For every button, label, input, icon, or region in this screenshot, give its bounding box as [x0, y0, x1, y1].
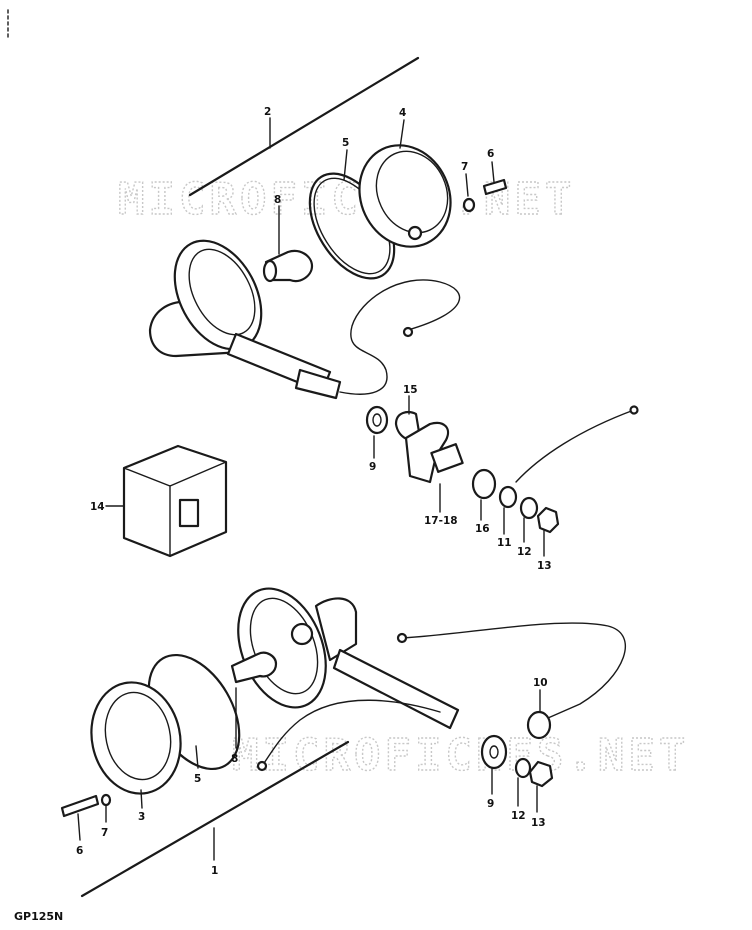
upper-housing-inner — [188, 248, 256, 336]
callout-8-upper: 8 — [274, 194, 281, 206]
callout-13-lower: 13 — [531, 817, 546, 829]
lower-screw — [60, 794, 100, 818]
upper-bulb-base — [262, 259, 278, 283]
watermark-bottom: MICROFICHES.NET — [232, 730, 689, 781]
callout-5-lower: 5 — [194, 773, 201, 785]
relay-body — [122, 444, 228, 558]
upper-lens-inner — [375, 150, 449, 234]
spacer — [471, 468, 497, 500]
upper-nut — [536, 506, 560, 534]
lower-nut — [528, 760, 554, 788]
lower-housing-rim — [237, 587, 327, 709]
bracket — [404, 421, 450, 484]
model-code: GP125N — [14, 910, 63, 923]
callout-6-upper: 6 — [487, 148, 494, 160]
leader-6-upper — [491, 161, 495, 183]
lower-lens — [90, 681, 182, 795]
lower-housing-nose — [314, 597, 358, 662]
callout-11: 11 — [497, 537, 512, 549]
bracket-plate — [430, 443, 464, 473]
callout-12-lower: 12 — [511, 810, 526, 822]
callout-1: 1 — [211, 865, 218, 877]
callout-14: 14 — [90, 501, 105, 513]
lower-small-washer — [100, 793, 112, 807]
upper-flat-washer — [365, 405, 389, 435]
callout-5-upper: 5 — [342, 137, 349, 149]
callout-12-upper: 12 — [517, 546, 532, 558]
callout-leaders — [77, 119, 545, 841]
callout-9-lower: 9 — [487, 798, 494, 810]
upper-bulb — [264, 249, 314, 283]
leader-5-lower — [195, 745, 199, 769]
upper-lens — [358, 144, 452, 248]
callout-13-upper: 13 — [537, 560, 552, 572]
callout-8-lower: 8 — [231, 753, 238, 765]
spring-washer — [498, 485, 518, 509]
leader-3 — [140, 789, 143, 809]
lower-lock-washer — [514, 757, 532, 779]
lower-flat-washer — [480, 734, 508, 770]
callout-17-18: 17-18 — [424, 515, 458, 527]
callout-9-upper: 9 — [369, 461, 376, 473]
lower-wire-left — [261, 699, 441, 767]
lower-housing-socket — [290, 622, 314, 646]
upper-screw — [482, 178, 508, 196]
upper-stalk-thread — [294, 368, 342, 400]
upper-lock-washer — [519, 496, 539, 520]
relay-edges — [123, 461, 227, 557]
lower-flat-washer-hole — [489, 745, 499, 759]
lower-wire-right — [401, 622, 626, 719]
lower-turn-signal-assembly — [60, 587, 626, 898]
leader-4 — [399, 119, 405, 149]
lower-lens-inner — [104, 691, 172, 781]
upper-flat-washer-hole — [372, 413, 382, 427]
callout-2: 2 — [264, 106, 271, 118]
leader-6-lower — [77, 813, 81, 841]
leader-7-upper — [465, 173, 469, 197]
lower-bulb — [230, 651, 278, 684]
lower-wire-right-terminal — [396, 632, 408, 644]
callout-4: 4 — [399, 107, 406, 119]
lower-washer-10 — [526, 710, 552, 740]
relay-terminal — [178, 498, 200, 528]
assembly-1-leader — [80, 740, 350, 898]
callout-7-upper: 7 — [461, 161, 468, 173]
lower-wire-left-terminal — [256, 760, 268, 772]
upper-small-washer — [462, 197, 476, 213]
lower-stalk-shaft — [332, 648, 460, 730]
callout-6-lower: 6 — [76, 845, 83, 857]
upper-lens-screw-boss — [407, 225, 423, 241]
callout-15: 15 — [403, 384, 418, 396]
callout-10: 10 — [533, 677, 548, 689]
callout-16: 16 — [475, 523, 490, 535]
upper-turn-signal-assembly — [148, 56, 639, 534]
turn-signal-relay — [122, 444, 228, 558]
leader-5-upper — [343, 149, 348, 181]
callout-3: 3 — [138, 811, 145, 823]
upper-wire-right — [515, 409, 635, 483]
upper-wire-terminal — [402, 326, 414, 338]
upper-wire-right-terminal — [629, 405, 639, 415]
upper-wire — [339, 279, 461, 395]
callout-labels: 2 4 5 7 6 8 15 9 14 17-18 16 11 12 13 10… — [76, 106, 552, 877]
callout-7-lower: 7 — [101, 827, 108, 839]
assembly-2-leader — [188, 56, 420, 197]
